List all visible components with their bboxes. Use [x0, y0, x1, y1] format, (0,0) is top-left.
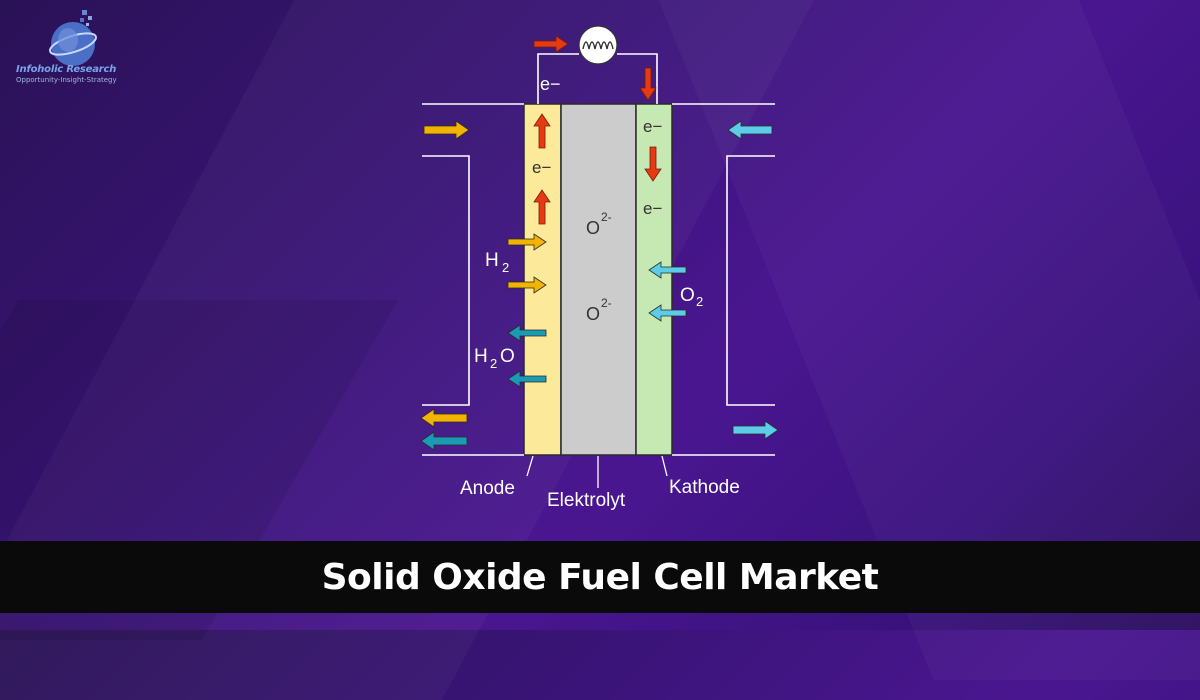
company-logo: Infoholic Research Opportunity-Insight-S…	[10, 4, 130, 84]
electrolyte-layer	[560, 103, 637, 456]
external-circuit	[537, 53, 658, 104]
logo-company-name: Infoholic Research	[16, 64, 117, 75]
electron-arrow	[533, 113, 551, 149]
oxygen-label: O 2	[680, 285, 703, 309]
hydrogen-arrow	[507, 276, 547, 294]
svg-text:H: H	[485, 250, 499, 271]
svg-text:O: O	[680, 285, 695, 306]
sofc-diagram: e− e− e− e− O 2- O 2- H 2 H 2 O O 2 Anod…	[420, 25, 779, 511]
page-title: Solid Oxide Fuel Cell Market	[321, 556, 879, 598]
electron-arrow	[639, 67, 657, 101]
hydrogen-label: H 2	[485, 250, 509, 275]
svg-text:2: 2	[490, 356, 497, 371]
electrolyte-label: Elektrolyt	[547, 490, 626, 511]
svg-text:O: O	[586, 304, 600, 324]
water-arrows	[420, 324, 547, 451]
cathode-label: Kathode	[669, 477, 740, 498]
electron-label: e−	[643, 117, 662, 136]
oxygen-arrow	[648, 261, 687, 279]
air-inlet-arrow	[727, 120, 773, 140]
gas-channel-walls	[422, 103, 775, 456]
electron-arrow	[533, 35, 569, 53]
svg-text:2: 2	[502, 260, 509, 275]
oxide-ion-label: O 2-	[586, 210, 612, 238]
lamp-icon	[578, 25, 618, 65]
svg-text:H: H	[474, 346, 488, 367]
label-leader-lines	[526, 455, 668, 488]
water-arrow	[507, 324, 547, 342]
water-label: H 2 O	[474, 346, 515, 371]
electron-flow-arrows	[533, 35, 662, 225]
fuel-outlet-arrow	[420, 408, 468, 428]
title-bar: Solid Oxide Fuel Cell Market	[0, 541, 1200, 613]
oxide-ion-label: O 2-	[586, 296, 612, 324]
svg-text:O: O	[586, 218, 600, 238]
logo-tagline: Opportunity-Insight-Strategy	[16, 76, 117, 84]
electron-label: e−	[540, 74, 561, 94]
air-arrows	[648, 120, 779, 440]
hydrogen-arrow	[507, 233, 547, 251]
svg-text:2-: 2-	[601, 210, 612, 224]
fuel-arrows	[420, 120, 547, 428]
water-arrow	[507, 370, 547, 388]
fuel-inlet-arrow	[423, 120, 470, 140]
anode-layer	[523, 103, 562, 456]
globe-logo-icon	[49, 10, 97, 66]
electron-arrow	[533, 189, 551, 225]
electron-label: e−	[532, 158, 551, 177]
oxygen-arrow	[648, 304, 687, 322]
air-outlet-arrow	[732, 420, 779, 440]
svg-text:2: 2	[696, 294, 703, 309]
water-outlet-arrow	[420, 431, 468, 451]
svg-text:O: O	[500, 346, 515, 367]
electron-label: e−	[643, 199, 662, 218]
svg-text:2-: 2-	[601, 296, 612, 310]
anode-label: Anode	[460, 478, 515, 499]
electron-arrow	[644, 146, 662, 182]
